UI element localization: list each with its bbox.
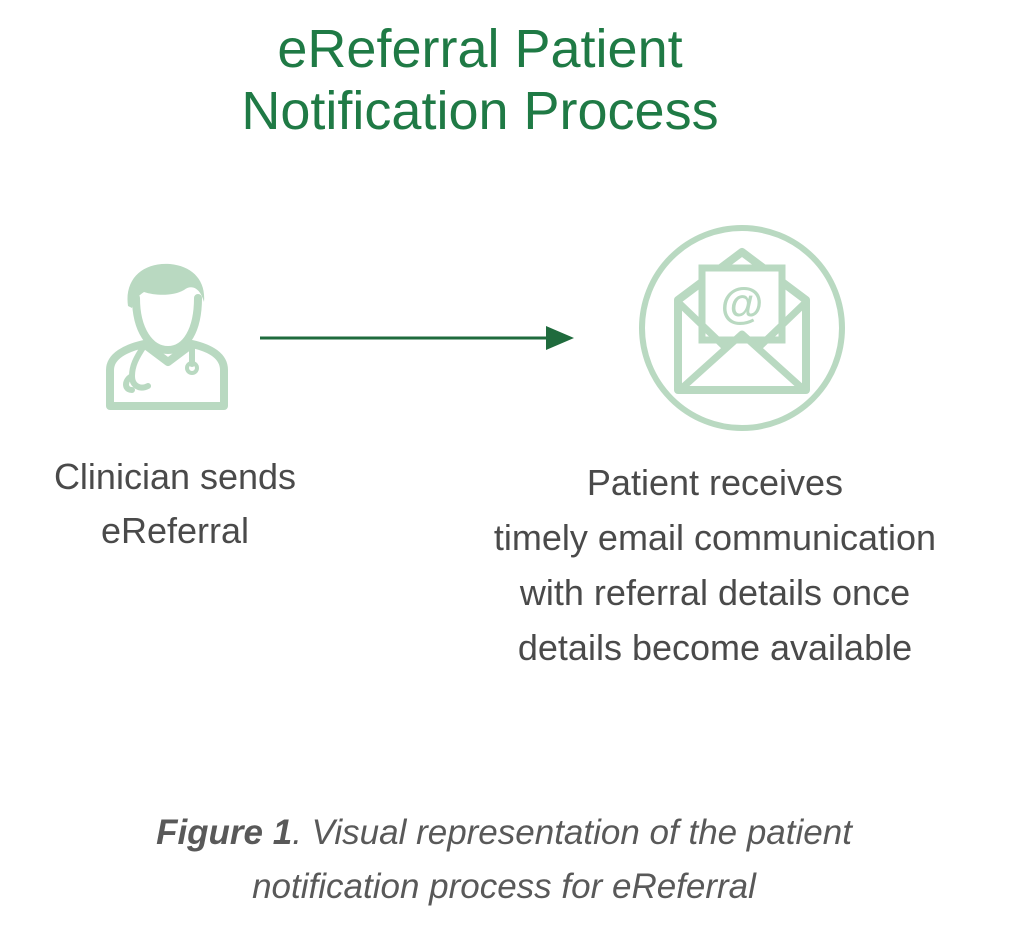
flow-arrow [260, 326, 574, 350]
caption-line-2: notification process for eReferral [252, 867, 756, 906]
page-title: eReferral Patient Notification Process [0, 18, 960, 142]
email-icon: @ [639, 225, 845, 431]
step-clinician-line-2: eReferral [100, 510, 250, 551]
step-patient-line-3: with referral details once [519, 572, 911, 613]
caption-line-1-rest: . Visual representation of the patient [292, 813, 852, 852]
step-clinician-label: Clinician sends eReferral [20, 450, 330, 558]
figure-label: Figure 1 [156, 813, 293, 852]
title-line-1: eReferral Patient [277, 19, 683, 79]
step-patient-line-4: details become available [517, 627, 913, 668]
step-patient-line-1: Patient receives [586, 462, 844, 503]
title-line-2: Notification Process [241, 81, 719, 141]
step-patient-label: Patient receives timely email communicat… [430, 455, 1000, 675]
at-symbol: @ [721, 279, 764, 328]
step-patient-line-2: timely email communication [493, 517, 937, 558]
clinician-icon [106, 263, 228, 410]
caption-line-1: Figure 1. Visual representation of the p… [40, 806, 968, 860]
step-clinician-line-1: Clinician sends [53, 456, 297, 497]
figure-caption: Figure 1. Visual representation of the p… [40, 806, 968, 914]
